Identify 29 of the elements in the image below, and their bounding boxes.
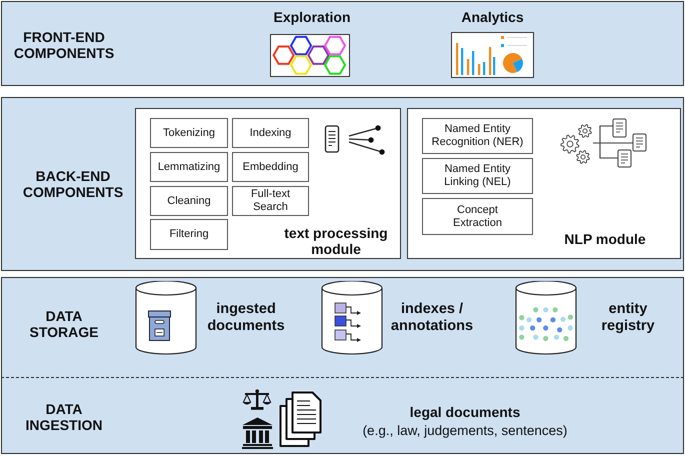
source-examples: (e.g., law, judgements, sentences) [362, 422, 568, 440]
layer-band [1, 378, 684, 454]
module-panel [135, 108, 401, 259]
picture-title: Analytics [460, 9, 525, 27]
layer-band [1, 97, 684, 271]
layer-title: DATA INGESTION [24, 400, 104, 435]
step-box: Filtering [150, 219, 228, 250]
module-title: NLP module [563, 230, 647, 249]
cylinder-caption: ingested documents [206, 300, 286, 336]
module-panel [407, 108, 681, 259]
cylinder-caption: indexes / annotations [390, 300, 474, 336]
step-box: Cleaning [150, 186, 228, 216]
step-box: Indexing [232, 118, 309, 148]
layer-title: FRONT-END COMPONENTS [12, 28, 116, 63]
step-box: Full-text Search [232, 186, 309, 216]
layer-band [1, 1, 684, 86]
step-box: Lemmatizing [150, 152, 228, 182]
cylinder-caption: entity registry [600, 300, 656, 336]
step-box: Tokenizing [150, 118, 228, 148]
source-title: legal documents [408, 404, 522, 422]
module-title: text processing module [283, 224, 389, 259]
layer-title: DATA STORAGE [28, 307, 100, 342]
picture-title: Exploration [272, 9, 352, 27]
layer-band [1, 277, 684, 378]
step-box: Concept Extraction [422, 198, 533, 235]
layer-title: BACK-END COMPONENTS [22, 167, 124, 202]
step-box: Embedding [232, 152, 309, 182]
step-box: Named Entity Recognition (NER) [422, 118, 533, 154]
step-box: Named Entity Linking (NEL) [422, 158, 533, 194]
